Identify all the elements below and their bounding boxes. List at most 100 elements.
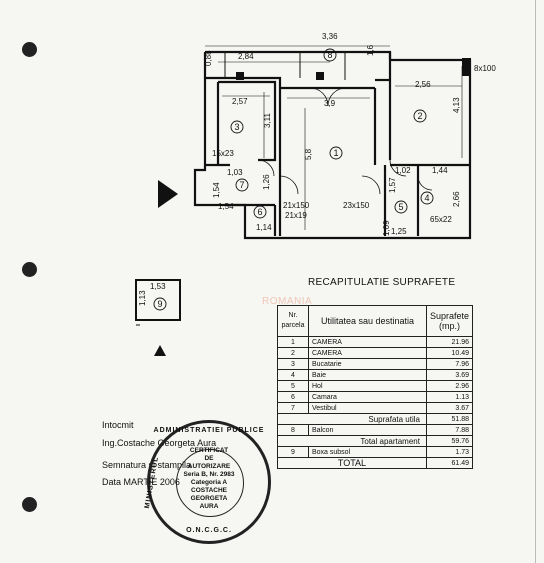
binder-hole-top — [22, 42, 37, 57]
pillar-marker — [462, 58, 471, 76]
row-nr: 7 — [277, 402, 309, 414]
recap-title: RECAPITULATIE SUPRAFETE — [308, 277, 456, 288]
room-6-label: 6 — [257, 207, 262, 217]
dim-room1-height: 5,8 — [304, 148, 313, 160]
certification-stamp: ADMINISTRATIEI PUBLICE O.N.C.G.C. MINIST… — [144, 420, 271, 544]
stamp-line: CERTIFICAT — [189, 447, 229, 454]
dim-balcony-width: 2,84 — [238, 52, 254, 61]
dim-room3-width: 2,57 — [232, 97, 248, 106]
dim-266: 2,66 — [452, 191, 461, 207]
row-nr: 2 — [277, 347, 309, 359]
row-nr: 1 — [277, 336, 309, 348]
stamp-line: DE — [204, 455, 214, 462]
row-area: 7.88 — [425, 424, 474, 436]
dim-room3-height: 3,11 — [263, 112, 272, 128]
dim-109: 1,09 — [382, 220, 391, 236]
dim-65x22: 65x22 — [430, 215, 452, 224]
stamp-inner-ring — [176, 449, 244, 517]
dim-157: 1,57 — [388, 177, 397, 193]
dim-16: 1,6 — [366, 44, 375, 56]
room-8-label: 8 — [327, 50, 332, 60]
room-3-label: 3 — [234, 122, 239, 132]
row-area: 1.13 — [425, 391, 474, 403]
header-use: Utilitatea sau destinatia — [308, 305, 427, 337]
dim-088: 0,88 — [204, 50, 213, 66]
basement-row: 9 Boxa subsol 1.73 — [277, 446, 474, 458]
dim-21x19: 21x19 — [285, 211, 307, 220]
useful-area-label: Suprafata utila — [277, 413, 427, 425]
total-apartment-value: 59.76 — [425, 435, 474, 447]
table-header-row: Nr. parcela Utilitatea sau destinatia Su… — [277, 305, 474, 337]
total-apartment-row: Total apartament 59.76 — [277, 435, 474, 447]
room-1-label: 1 — [333, 148, 338, 158]
row-name: CAMERA — [308, 347, 427, 359]
row-name: Vestibul — [308, 402, 427, 414]
dim-154-v: 1,54 — [212, 182, 221, 198]
dim-103: 1,03 — [227, 168, 243, 177]
row-name: Baie — [308, 369, 427, 381]
balcony-row: 8 Balcon 7.88 — [277, 424, 474, 436]
prepared-by-label: Intocmit — [102, 420, 134, 430]
table-row: 7 Vestibul 3.67 — [277, 402, 474, 414]
total-label: TOTAL — [277, 457, 427, 469]
row-name: Bucatarie — [308, 358, 427, 370]
row-nr: 4 — [277, 369, 309, 381]
basement-box — [135, 279, 181, 321]
total-apartment-label: Total apartament — [277, 435, 427, 447]
dim-room2-width: 2,56 — [415, 80, 431, 89]
row-nr: 8 — [277, 424, 309, 436]
row-area: 3.67 — [425, 402, 474, 414]
stamp-line: AURA — [199, 503, 219, 510]
stamp-ring-bottom: O.N.C.G.C. — [186, 527, 232, 534]
signature-label: Semnatura si stampila — [102, 460, 192, 470]
dim-15x23: 15x23 — [212, 149, 234, 158]
dim-125: 1,25 — [391, 227, 407, 236]
stamp-line: Categoria A — [190, 479, 228, 486]
stamp-line: COSTACHE — [191, 487, 227, 494]
header-nr: Nr. parcela — [277, 305, 309, 337]
row-name: Camara — [308, 391, 427, 403]
row-nr: 9 — [277, 446, 309, 458]
table-row: 2 CAMERA 10.49 — [277, 347, 474, 359]
stamp-line: AUTORIZARE — [187, 463, 231, 470]
row-area: 1.73 — [425, 446, 474, 458]
dim-box-height: 1,13 — [138, 290, 147, 306]
area-summary-table: Nr. parcela Utilitatea sau destinatia Su… — [277, 305, 474, 469]
row-nr: 6 — [277, 391, 309, 403]
binder-hole-middle — [22, 262, 37, 277]
date-label: Data MARTIE 2006 — [102, 477, 180, 487]
useful-area-value: 51.88 — [425, 413, 474, 425]
row-area: 2.96 — [425, 380, 474, 392]
dim-144: 1,44 — [432, 166, 448, 175]
stamp-line: Seria B, Nr. 2983 — [183, 471, 235, 478]
room-4-label: 4 — [424, 193, 429, 203]
dim-114: 1,14 — [256, 223, 272, 232]
header-area: Suprafete (mp.) — [425, 305, 474, 337]
watermark: ROMANIA — [262, 296, 313, 307]
row-area: 21.96 — [425, 336, 474, 348]
row-area: 3.69 — [425, 369, 474, 381]
row-name: Hol — [308, 380, 427, 392]
useful-area-row: Suprafata utila 51.88 — [277, 413, 474, 425]
table-row: 5 Hol 2.96 — [277, 380, 474, 392]
page-edge — [535, 0, 536, 563]
row-nr: 5 — [277, 380, 309, 392]
dim-room1-width: 3,9 — [324, 99, 336, 108]
binder-hole-bottom — [22, 497, 37, 512]
dim-154-h: 1,54 — [218, 202, 234, 211]
stamp-text: CERTIFICAT DE AUTORIZARE Seria B, Nr. 29… — [150, 447, 268, 511]
total-row: TOTAL 61.49 — [277, 457, 474, 469]
table-row: 1 CAMERA 21.96 — [277, 336, 474, 348]
dim-top-width: 3,36 — [322, 32, 338, 41]
stamp-line: GEORGETA — [190, 495, 228, 502]
dim-pillar: 8x100 — [474, 64, 496, 73]
dim-21x150: 21x150 — [283, 201, 310, 210]
table-row: 6 Camara 1.13 — [277, 391, 474, 403]
dim-box-width: 1,53 — [150, 282, 166, 291]
table-row: 3 Bucatarie 7.96 — [277, 358, 474, 370]
total-value: 61.49 — [425, 457, 474, 469]
row-area: 10.49 — [425, 347, 474, 359]
row-name: CAMERA — [308, 336, 427, 348]
